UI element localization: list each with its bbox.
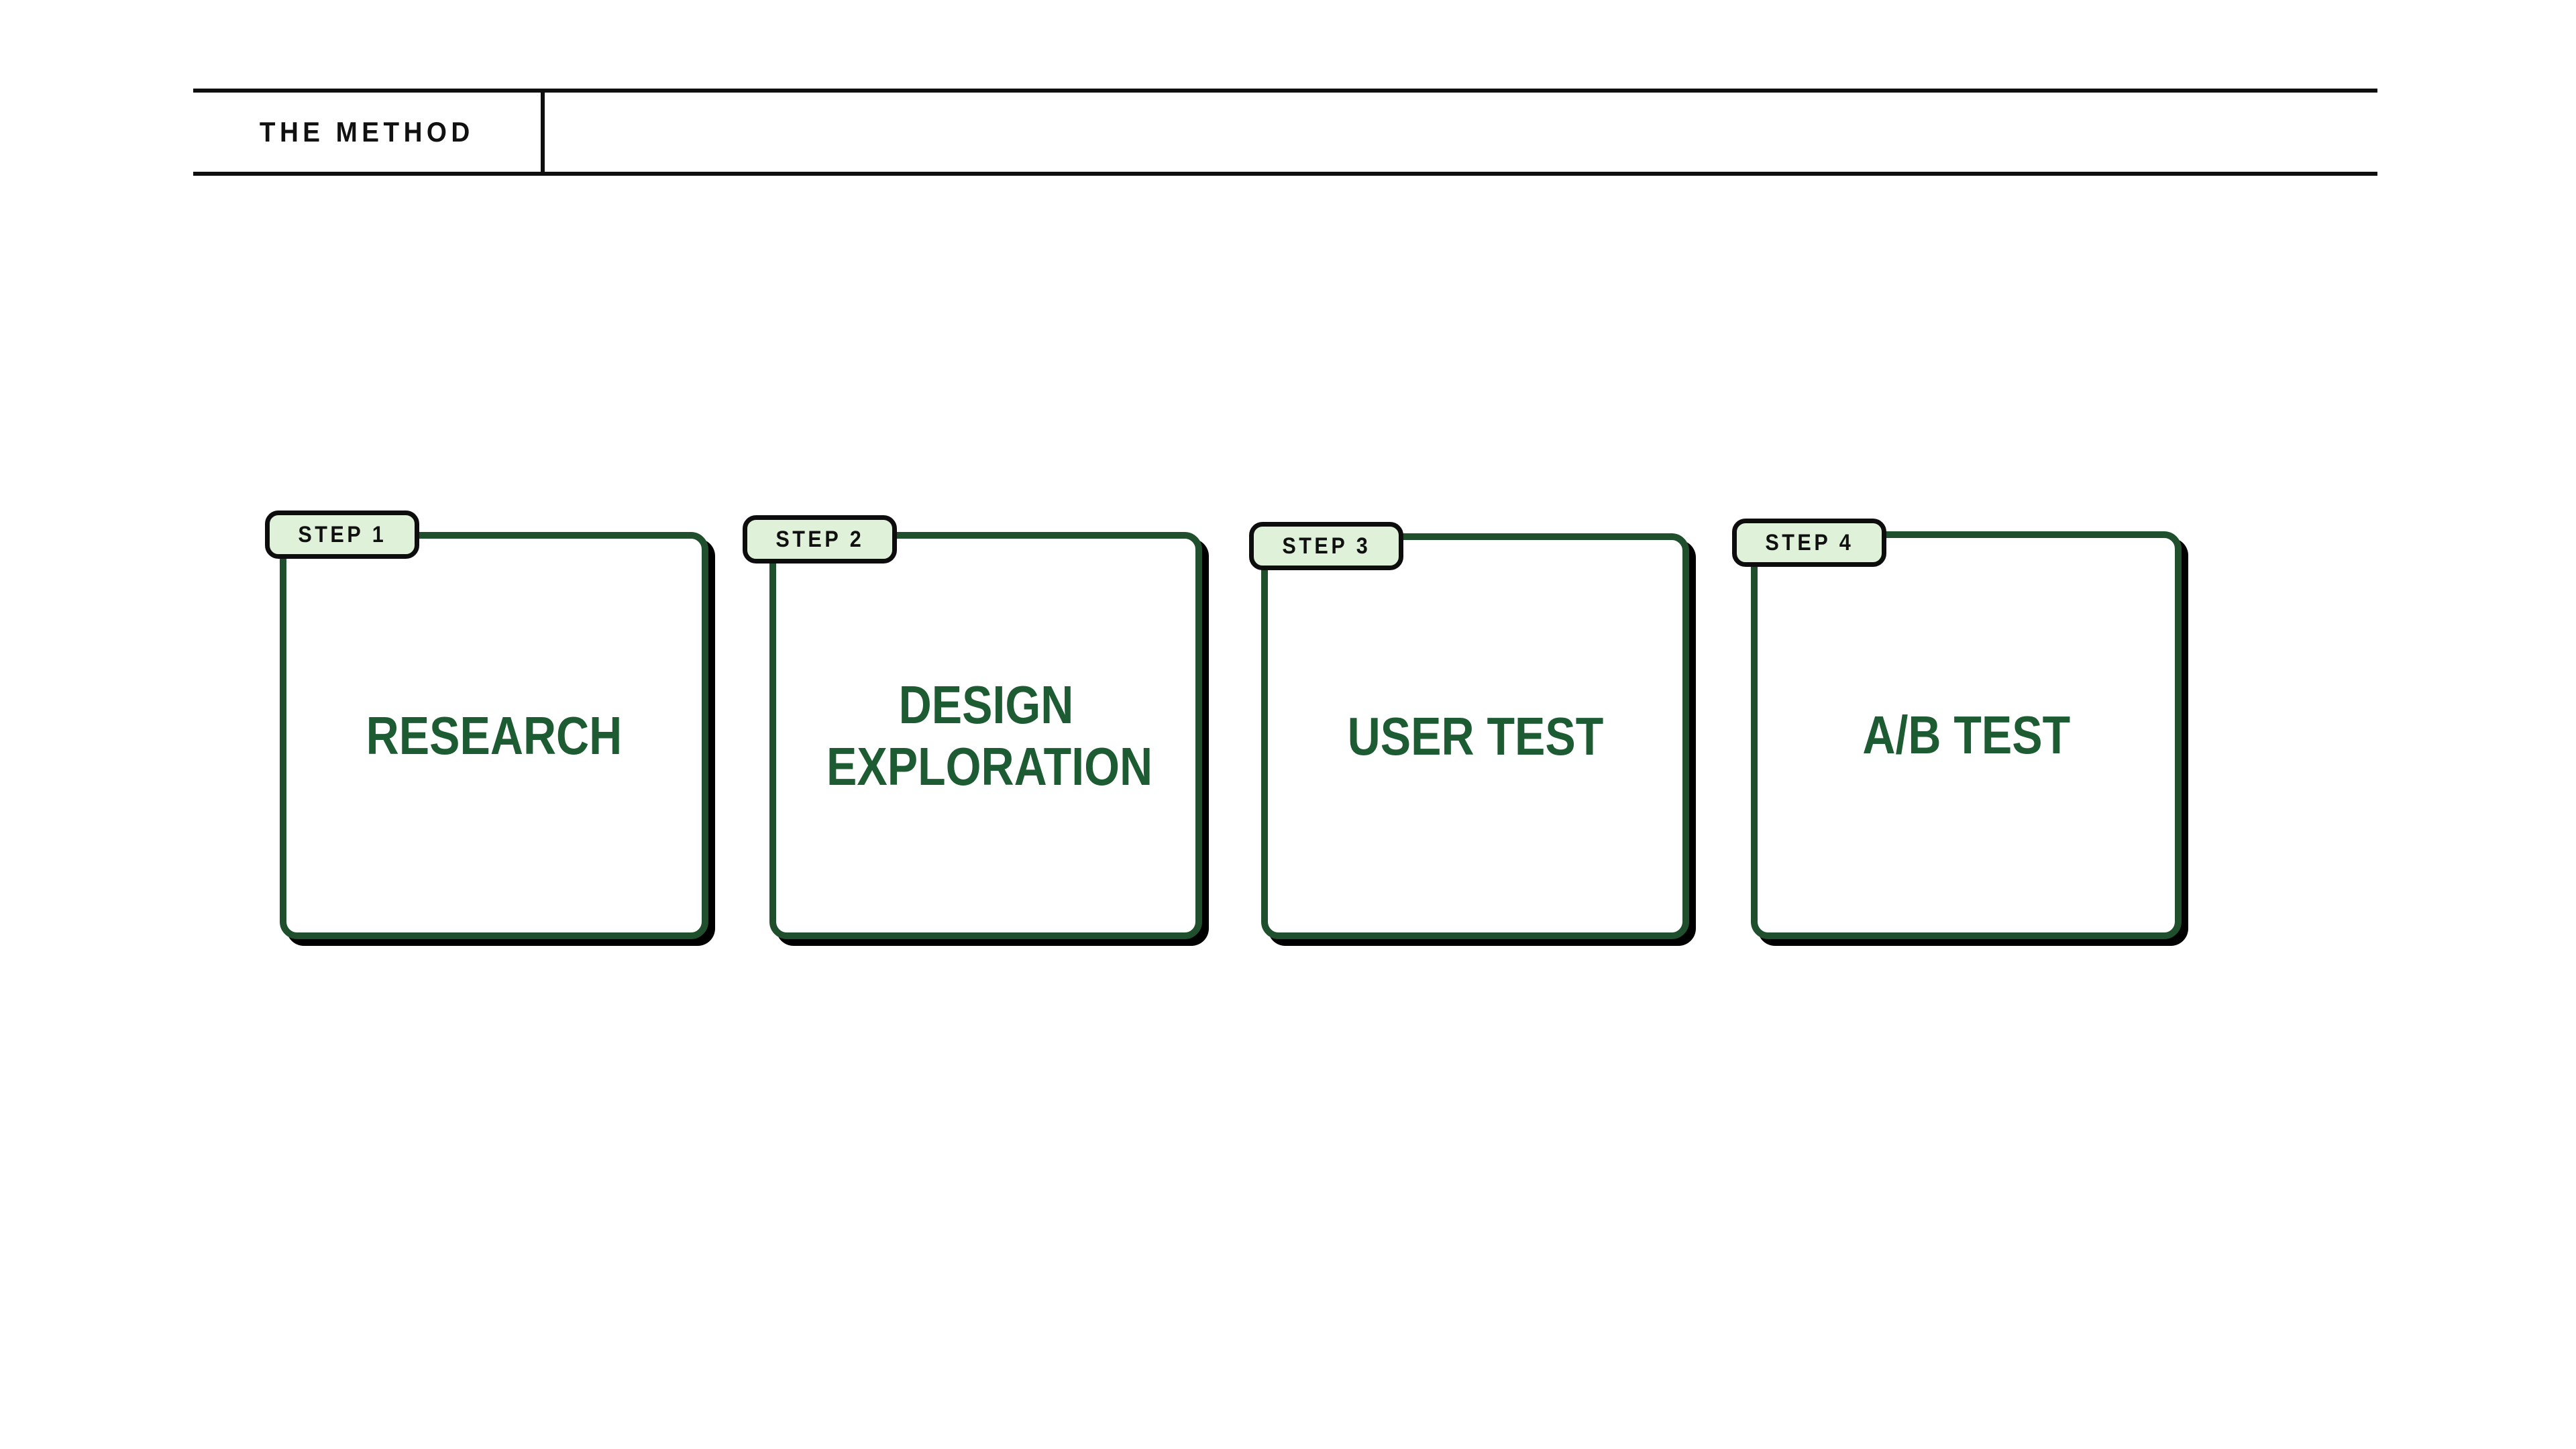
- step-4-tab-label: STEP 4: [1765, 529, 1854, 555]
- header-rule: THE METHOD: [193, 89, 2377, 176]
- step-3-title: USER TEST: [1347, 706, 1603, 766]
- step-4-tab: STEP 4: [1732, 519, 1886, 567]
- step-card-user-test: STEP 3 USER TEST: [1249, 522, 1689, 939]
- step-4-title: A/B TEST: [1862, 705, 2070, 765]
- step-3-tab: STEP 3: [1249, 522, 1403, 570]
- step-2-title: DESIGN EXPLORATION: [826, 674, 1152, 796]
- step-1-title: RESEARCH: [366, 705, 623, 765]
- step-1-tab-label: STEP 1: [298, 521, 386, 547]
- step-2-tab-label: STEP 2: [775, 526, 864, 552]
- header-title: THE METHOD: [260, 116, 474, 148]
- step-1-tab: STEP 1: [265, 511, 419, 559]
- step-card-design-exploration: STEP 2 DESIGN EXPLORATION: [743, 515, 1202, 939]
- step-2-tab: STEP 2: [743, 515, 897, 564]
- header-divider-space: [545, 93, 2377, 172]
- step-card-research: STEP 1 RESEARCH: [265, 511, 708, 939]
- step-3-tab-label: STEP 3: [1282, 533, 1371, 559]
- header-title-cell: THE METHOD: [193, 93, 545, 172]
- step-card-ab-test: STEP 4 A/B TEST: [1732, 519, 2182, 939]
